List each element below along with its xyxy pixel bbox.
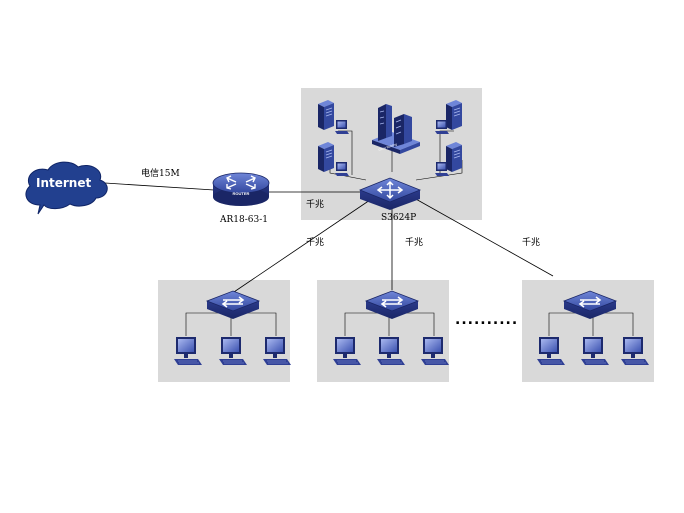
computer-icon	[580, 336, 610, 366]
computer-icon	[218, 336, 248, 366]
access-switch-icon	[206, 290, 260, 320]
router-badge: ROUTER	[233, 191, 250, 196]
router-icon	[212, 172, 270, 206]
gigabit-link-label: 千兆	[306, 200, 325, 210]
computer-icon	[262, 336, 292, 366]
internet-cloud-icon	[25, 161, 108, 215]
access-switch-icon	[365, 290, 419, 320]
server-icon	[317, 141, 335, 173]
computer-icon	[536, 336, 566, 366]
server-icon	[445, 99, 463, 131]
building-label: Office Building	[378, 142, 398, 152]
link-core-access1	[227, 199, 371, 297]
server-icon	[445, 141, 463, 173]
access-tree-links	[185, 310, 634, 336]
access-switch-icon	[563, 290, 617, 320]
gigabit-link-label: 千兆	[405, 238, 424, 248]
computer-icon	[173, 336, 203, 366]
computer-icon	[420, 336, 450, 366]
workstation-icon	[435, 162, 449, 176]
workstation-icon	[435, 120, 449, 134]
router-name-label: AR18-63-1	[220, 215, 268, 225]
workstation-icon	[335, 162, 349, 176]
computer-icon	[620, 336, 650, 366]
computer-icon	[376, 336, 406, 366]
internet-label: Internet	[36, 176, 92, 190]
wan-link-label: 电信15M	[141, 169, 180, 179]
core-switch-name-label: S3624P	[381, 213, 417, 223]
computer-icon	[332, 336, 362, 366]
link-internet-router	[104, 182, 215, 191]
gigabit-link-label: 千兆	[306, 238, 325, 248]
gigabit-link-label: 千兆	[522, 238, 541, 248]
core-switch-icon	[358, 177, 422, 210]
workstation-icon	[335, 120, 349, 134]
more-groups-ellipsis: ..........	[455, 312, 519, 328]
office-building-icon	[372, 104, 420, 154]
link-core-access3	[413, 197, 554, 277]
server-icon	[317, 99, 335, 131]
